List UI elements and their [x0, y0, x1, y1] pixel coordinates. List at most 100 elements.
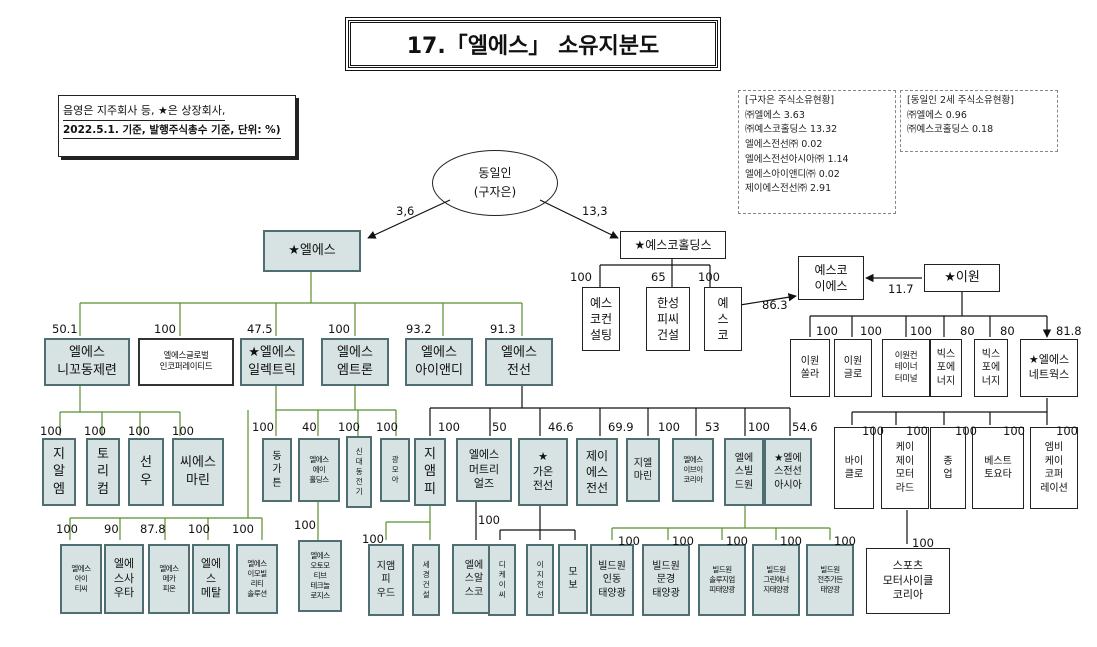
company-sindae: 신 대 동 전 기 — [346, 436, 372, 508]
stake-label: 13,3 — [582, 204, 608, 218]
stake-label: 100 — [294, 518, 316, 532]
company-ls-meca-fion: 엘에스 메카 피온 — [148, 544, 190, 614]
stake-label: 100 — [154, 322, 176, 336]
company-js-cable: 제이 에스 전선 — [576, 438, 618, 506]
owner-holding-line: ㈜예스코홀딩스 13.32 — [745, 124, 838, 136]
stake-label: 100 — [816, 324, 838, 338]
stake-label: 81.8 — [1056, 324, 1082, 338]
company-ls-mtron: 엘에스 엠트론 — [321, 338, 389, 386]
page-title: 17.「엘에스」 소유지분도 — [345, 17, 721, 71]
company-ls-cable: 엘에스 전선 — [485, 338, 553, 386]
company-ls-global: 엘에스글로벌 인코퍼레이티드 — [138, 338, 234, 386]
stake-label: 40 — [302, 420, 317, 434]
stake-label: 80 — [960, 324, 975, 338]
owner-holdings-title: [구자은 주식소유현황] — [745, 95, 835, 106]
stake-label: 80 — [1000, 324, 1015, 338]
stake-label: 100 — [910, 324, 932, 338]
stake-label: 47.5 — [247, 322, 273, 336]
stake-label: 100 — [172, 424, 194, 438]
stake-label: 100 — [748, 420, 770, 434]
company-ls-innd: 엘에스 아이앤디 — [405, 338, 473, 386]
owner-sub: (구자은) — [473, 185, 517, 199]
company-jiangsu: 지 알 엠 — [42, 438, 76, 506]
company-bd-yeongam-solar: 빌드원 솔루지엄 피태양광 — [698, 544, 746, 616]
company-ls-itc: 엘에스 아이 티씨 — [60, 544, 102, 614]
legend-note-line1: 음영은 지주회사 등, ★은 상장회사, — [63, 102, 226, 121]
company-gaon-cable: ★ 가온 전선 — [518, 438, 568, 506]
company-dk-ec: 디 케 이 씨 — [488, 544, 516, 616]
stake-label: 87.8 — [140, 522, 166, 536]
company-donga: 동 가 튼 — [262, 438, 292, 502]
company-bd-green-solar: 빌드원 그린에너 지태양광 — [752, 544, 800, 616]
stake-label: 91.3 — [490, 322, 516, 336]
company-sunwoo: 선 우 — [128, 438, 164, 506]
company-yesco: 예 스 코 — [704, 287, 742, 351]
company-kj-motorrad: 케이 제이 모터 라드 — [881, 427, 929, 509]
company-ij-cable: 이 지 전 선 — [526, 544, 554, 616]
stake-label: 100 — [862, 424, 884, 438]
company-e1: ★이원 — [924, 264, 1000, 292]
company-ls-sauta: 엘에 스사 우타 — [104, 544, 144, 614]
company-mobo: 모 보 — [558, 544, 588, 614]
company-jongyeop: 종 업 — [930, 427, 966, 509]
owner-holding-line: ㈜엘에스 3.63 — [745, 109, 805, 121]
stake-label: 100 — [40, 424, 62, 438]
owner-name: 동일인 — [478, 165, 512, 180]
stake-label: 50 — [492, 420, 507, 434]
stake-label: 100 — [1056, 424, 1078, 438]
stake-label: 100 — [376, 420, 398, 434]
company-ls-ev-korea: 엘에스 이브이 코리아 — [672, 438, 714, 502]
second-gen-holdings-box: [동일인 2세 주식소유현황] ㈜엘에스 0.96 ㈜예스코홀딩스 0.18 — [900, 90, 1058, 152]
company-jiltech-marine: 지엘 마린 — [626, 438, 660, 502]
stake-label: 100 — [232, 522, 254, 536]
company-ls-automotive: 엘에스 오토모 티브 테크놀 로지스 — [298, 540, 342, 612]
company-e1-global: 이원 글로 — [834, 339, 872, 397]
stake-label: 100 — [338, 420, 360, 434]
stake-label: 100 — [698, 270, 720, 284]
stake-label: 100 — [84, 424, 106, 438]
company-sports-motorcycle: 스포츠 모터사이클 코리아 — [866, 548, 950, 614]
stake-label: 93.2 — [406, 322, 432, 336]
company-jimp-wood: 지앰 피 우드 — [368, 544, 404, 616]
stake-label: 100 — [362, 532, 384, 546]
stake-label: 100 — [570, 270, 592, 284]
company-ls-ai-holdings: 엘에스 에이 홀딩스 — [298, 438, 340, 502]
second-gen-line: ㈜엘에스 0.96 — [907, 109, 967, 121]
stake-label: 86.3 — [762, 298, 788, 312]
stake-label: 100 — [726, 534, 748, 548]
stake-label: 11.7 — [888, 282, 914, 296]
company-e1-solar: 이원 쏠라 — [790, 339, 830, 397]
legend-note-line2: 2022.5.1. 기준, 발행주식총수 기준, 단위: %) — [63, 122, 281, 140]
company-ls-nikko: 엘에스 니꼬동제련 — [44, 338, 130, 386]
company-bix-energy-2: 빅스 포에 너지 — [974, 339, 1008, 397]
company-ls-electric: ★엘에스 일렉트릭 — [240, 338, 304, 386]
company-jimp: 지 앰 피 — [414, 438, 446, 506]
stake-label: 100 — [672, 534, 694, 548]
stake-label: 100 — [860, 324, 882, 338]
stake-label: 100 — [912, 536, 934, 550]
company-bix-energy-1: 빅스 포에 너지 — [930, 339, 962, 397]
stake-label: 100 — [906, 424, 928, 438]
stake-label: 100 — [56, 522, 78, 536]
owner-ellipse: 동일인 (구자은) — [432, 150, 558, 216]
owner-holding-line: 엘에스전선㈜ 0.02 — [745, 139, 823, 151]
company-cs-marine: 씨에스 마린 — [172, 438, 224, 506]
company-yesco-consulting: 예스 코컨 설팅 — [582, 287, 620, 351]
stake-label: 90 — [104, 522, 119, 536]
stake-label: 65 — [651, 270, 666, 284]
company-bd-jeonju-solar: 빌드원 전주가든 태양광 — [806, 544, 854, 616]
stake-label: 100 — [128, 424, 150, 438]
company-gwangmo: 광 모 아 — [380, 438, 410, 502]
stake-label: 100 — [1003, 424, 1025, 438]
company-mbk-corporation: 엠비 케이 코퍼 레이션 — [1030, 427, 1078, 509]
company-ls-buildwon: 엘에 스빌 드원 — [724, 438, 764, 506]
stake-label: 100 — [955, 424, 977, 438]
stake-label: 100 — [188, 522, 210, 536]
owner-holdings-box: [구자은 주식소유현황] ㈜엘에스 3.63 ㈜예스코홀딩스 13.32 엘에스… — [738, 90, 896, 214]
company-ls-metals: 엘에스 머트리 얼즈 — [456, 438, 512, 502]
second-gen-title: [동일인 2세 주식소유현황] — [907, 95, 1014, 106]
stake-label: 100 — [618, 534, 640, 548]
stake-label: 100 — [438, 420, 460, 434]
stake-label: 46.6 — [548, 420, 574, 434]
